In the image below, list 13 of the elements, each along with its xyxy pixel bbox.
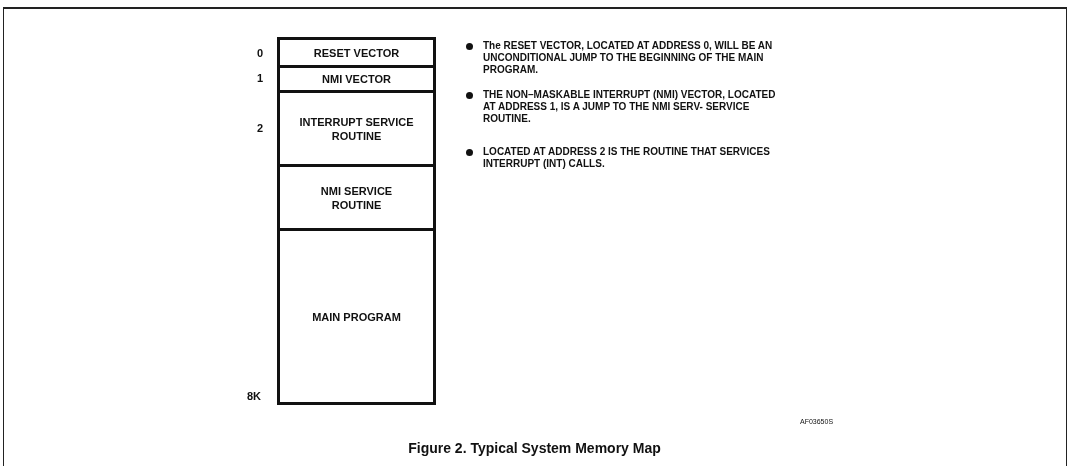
figure-caption: Figure 2. Typical System Memory Map	[407, 440, 662, 456]
bullet-note: THE NON–MASKABLE INTERRUPT (NMI) VECTOR, LOCATED AT ADDRESS 1, IS A JUMP TO THE NMI SERV- SERVICE ROUTINE.	[483, 89, 777, 125]
memory-segment: NMI SERVICE ROUTINE	[277, 167, 436, 231]
address-label: 8K	[247, 390, 261, 402]
bullet-note: LOCATED AT ADDRESS 2 IS THE ROUTINE THAT SERVICES INTERRUPT (INT) CALLS.	[483, 146, 771, 170]
address-label: 0	[257, 47, 265, 59]
address-label: 1	[257, 72, 265, 84]
bullet-note: The RESET VECTOR, LOCATED AT ADDRESS 0, WILL BE AN UNCONDITIONAL JUMP TO THE BEGINNING OF THE MAIN PROGRAM.	[483, 40, 774, 76]
memory-segment: INTERRUPT SERVICE ROUTINE	[277, 93, 436, 167]
address-label: 2	[257, 122, 265, 134]
memory-segment: RESET VECTOR	[277, 37, 436, 68]
memory-segment: NMI VECTOR	[277, 68, 436, 93]
memory-segment: MAIN PROGRAM	[277, 231, 436, 405]
